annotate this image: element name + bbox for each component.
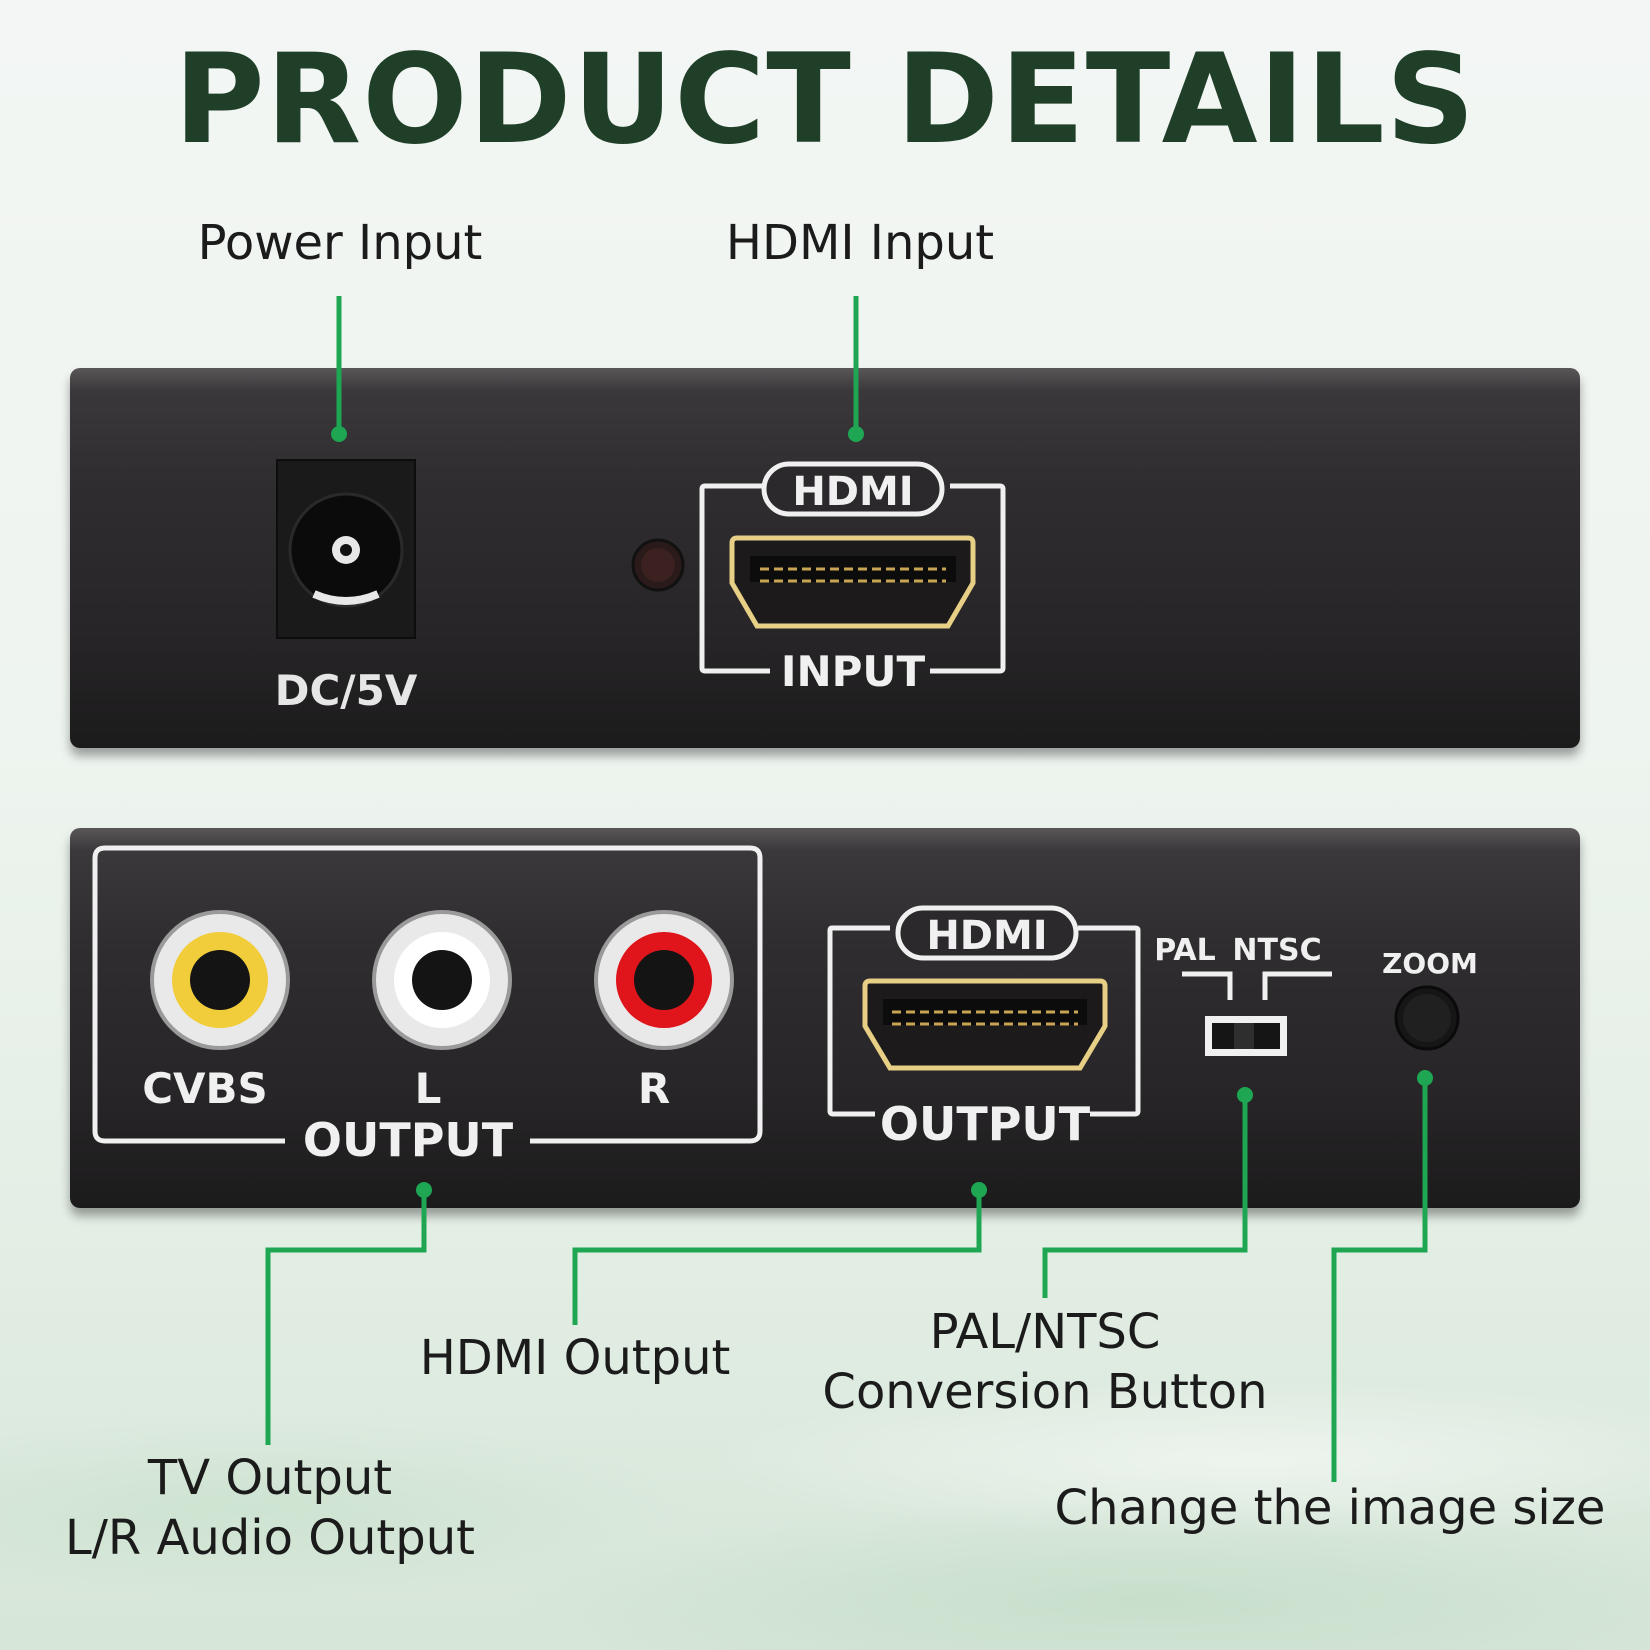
leader-dot: [331, 426, 347, 442]
zoom-button[interactable]: [1394, 985, 1460, 1051]
pal-label: PAL: [1154, 933, 1216, 968]
leader-line-tv-output: [265, 1190, 427, 1445]
av-output-frame: [92, 845, 763, 1144]
hdmi-output-callout: HDMI Output: [419, 1330, 731, 1386]
power-led-indicator: [631, 538, 685, 592]
hdmi-logo-badge: [761, 461, 945, 517]
pal-ntsc-line: PAL/NTSC: [929, 1304, 1161, 1360]
hdmi-logo-text: HDMI: [792, 469, 913, 515]
hdmi-input-frame: [699, 483, 1006, 674]
tv-output-line: TV Output: [147, 1450, 393, 1506]
dc-power-jack: [276, 459, 416, 639]
device-input-panel: DC/5V HDMI INPUT: [70, 368, 1580, 748]
page-title: PRODUCT DETAILS: [173, 28, 1477, 172]
zoom-callout: Change the image size: [1054, 1480, 1606, 1536]
zoom-label: ZOOM: [1382, 947, 1478, 980]
leader-dot: [971, 1182, 987, 1198]
background-wave: [0, 1420, 700, 1600]
input-panel-artwork: DC/5V HDMI INPUT: [275, 459, 1006, 715]
pal-ntsc-bracket: [1182, 971, 1332, 1000]
power-input-label: Power Input: [197, 215, 483, 271]
leader-dot: [416, 1182, 432, 1198]
leader-line-hdmi-output: [572, 1190, 982, 1325]
av-output-label: OUTPUT: [303, 1113, 514, 1167]
ntsc-label: NTSC: [1232, 933, 1321, 968]
dc-5v-label: DC/5V: [275, 666, 418, 715]
hdmi-input-port[interactable]: [729, 535, 976, 629]
pal-ntsc-callout: PAL/NTSC Conversion Button: [815, 1302, 1275, 1422]
hdmi-input-label: HDMI Input: [725, 215, 995, 271]
leader-line-zoom: [1331, 1078, 1428, 1482]
hdmi-output-logo-badge: [895, 905, 1079, 961]
cvbs-label: CVBS: [142, 1064, 268, 1113]
leader-dot: [1237, 1087, 1253, 1103]
rca-audio-right-jack[interactable]: [594, 910, 734, 1050]
left-audio-label: L: [415, 1064, 442, 1113]
input-label: INPUT: [781, 647, 926, 696]
tv-output-label: TV Output L/R Audio Output: [40, 1448, 500, 1568]
right-audio-label: R: [638, 1064, 670, 1113]
rca-audio-left-jack[interactable]: [372, 910, 512, 1050]
conversion-button-line: Conversion Button: [822, 1364, 1268, 1420]
hdmi-output-port[interactable]: [862, 978, 1108, 1071]
output-panel-artwork: CVBS L R OUTPUT HDMI OUTPUT PAL NTSC: [92, 845, 1478, 1167]
leader-line-pal-ntsc: [1042, 1095, 1248, 1298]
hdmi-output-logo-text: HDMI: [926, 913, 1047, 959]
rca-video-jack[interactable]: [150, 910, 290, 1050]
hdmi-output-label: OUTPUT: [880, 1097, 1091, 1151]
leader-dot: [1417, 1070, 1433, 1086]
audio-output-line: L/R Audio Output: [65, 1510, 475, 1566]
leader-dot: [848, 426, 864, 442]
device-output-panel: CVBS L R OUTPUT HDMI OUTPUT PAL NTSC: [70, 828, 1580, 1208]
pal-ntsc-switch[interactable]: [1205, 1016, 1287, 1056]
background-wave: [700, 1380, 1650, 1540]
hdmi-output-frame: [827, 925, 1141, 1117]
